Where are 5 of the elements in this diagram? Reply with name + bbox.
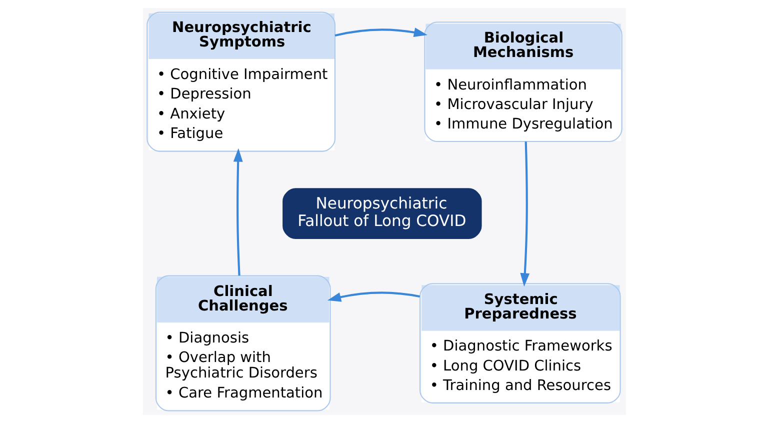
node-box: Neuropsychiatric Fallout of Long COVID xyxy=(282,188,482,239)
arrow xyxy=(520,142,530,287)
arrow xyxy=(232,148,242,276)
arrow xyxy=(334,28,427,37)
arrow xyxy=(326,292,420,302)
